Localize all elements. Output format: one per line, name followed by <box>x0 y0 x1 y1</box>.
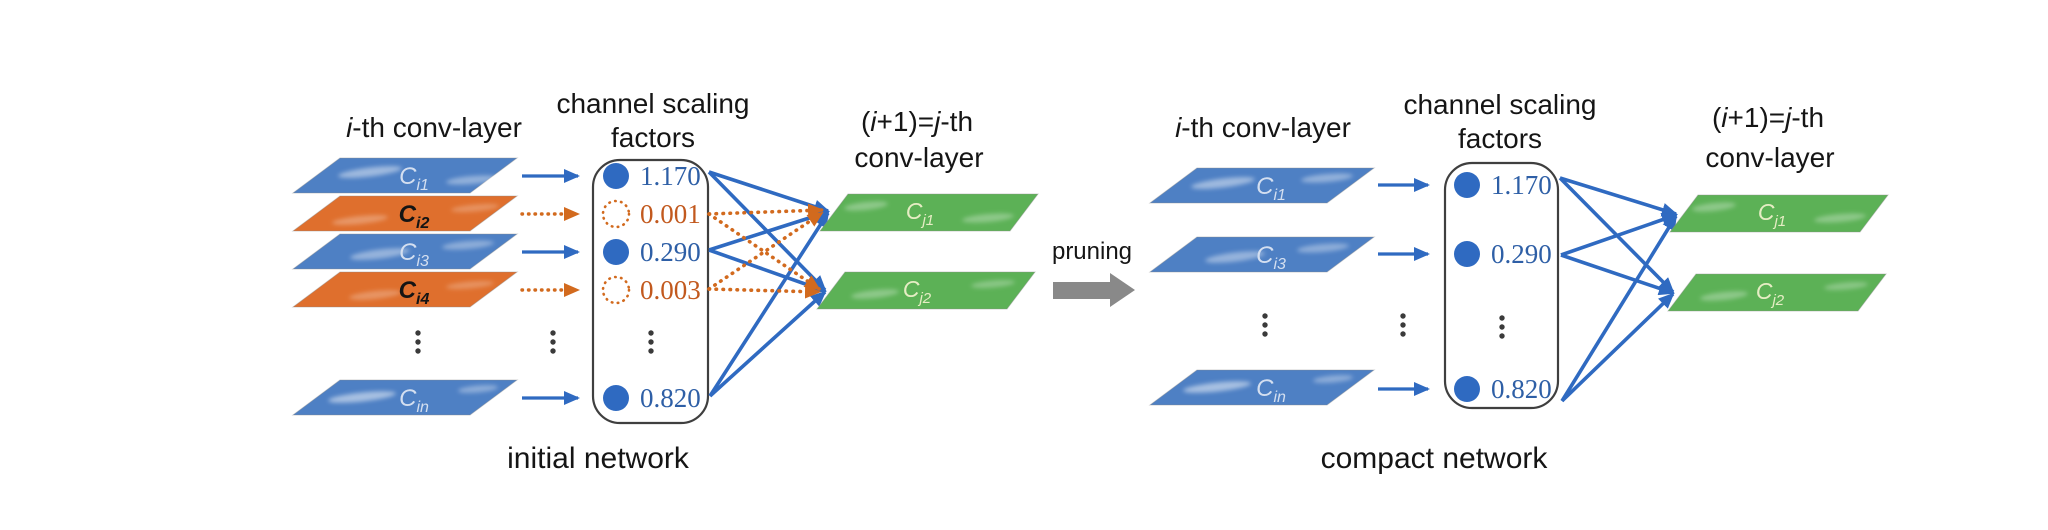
channel-ci4-plane <box>291 271 519 308</box>
factor-value: 0.003 <box>640 275 701 305</box>
channel-texture <box>1700 282 1868 301</box>
factor-value: 0.290 <box>640 237 701 267</box>
scaling-title-line2: factors <box>1458 123 1542 154</box>
kept-factor-dot <box>603 163 629 189</box>
output-cj2-plane <box>815 271 1037 310</box>
panel-compact-network: i-th conv-layer channel scaling factors … <box>1148 89 1890 475</box>
scaling-box-outline <box>591 158 710 425</box>
next-layer-title-line1: (i+1)=j-th <box>861 106 973 137</box>
channel-factor-arrows <box>1378 178 1430 396</box>
factor-row-n: 0.820 <box>603 383 701 413</box>
pruned-factor-dot <box>601 199 631 229</box>
channel-vdots <box>1262 313 1268 337</box>
factor-value: 1.170 <box>640 161 701 191</box>
channel-ci3-label: Ci3 <box>399 239 429 270</box>
conv-layer-title: i-th conv-layer <box>346 112 522 143</box>
kept-factor-dot <box>1454 241 1480 267</box>
scaling-box-outline <box>1443 161 1560 410</box>
scaling-title-line1: channel scaling <box>556 88 749 119</box>
conv-layer-title: i-th conv-layer <box>1175 112 1351 143</box>
channel-ci1-label: Ci1 <box>1256 173 1286 204</box>
output-cj2-label: Cj2 <box>1756 278 1785 309</box>
initial-network-caption: initial network <box>507 442 690 475</box>
scaling-title-line1: channel scaling <box>1403 89 1596 120</box>
factor-row-4: 0.003 <box>601 275 701 305</box>
channel-texture <box>1183 375 1353 393</box>
pruned-connections <box>707 203 824 299</box>
arrow-vdots <box>1400 313 1406 337</box>
output-cj1-label: Cj1 <box>1758 199 1786 230</box>
channel-cin-label: Cin <box>399 385 429 416</box>
pruning-label: pruning <box>1052 238 1132 265</box>
kept-factor-dot <box>603 385 629 411</box>
kept-factor-dot <box>603 239 629 265</box>
channel-ci2: Ci2 <box>291 195 519 232</box>
channel-texture <box>328 385 498 403</box>
channel-ci4-label: Ci4 <box>399 277 430 308</box>
factor-row-3: 0.290 <box>603 237 701 267</box>
output-cj1: Cj1 <box>818 193 1040 232</box>
compact-network-caption: compact network <box>1321 442 1549 475</box>
panel-initial-network: i-th conv-layer channel scaling factors … <box>291 88 1040 475</box>
factor-row-n: 0.820 <box>1454 374 1552 404</box>
channel-texture <box>851 280 1015 299</box>
kept-factor-dot <box>1454 376 1480 402</box>
arrow-vdots <box>550 330 556 354</box>
channel-ci4: Ci4 <box>291 271 519 308</box>
factor-row-1: 1.170 <box>603 161 701 191</box>
channel-texture <box>1205 243 1349 263</box>
pruning-step: pruning <box>1052 238 1135 307</box>
channel-texture <box>1191 173 1353 189</box>
pruned-factor-dot <box>601 275 631 305</box>
factor-row-1: 1.170 <box>1454 170 1552 200</box>
channel-cin: Cin <box>1148 369 1376 406</box>
factor-value: 0.820 <box>640 383 701 413</box>
channel-ci3: Ci3 <box>1148 236 1376 273</box>
next-layer-title-line2: conv-layer <box>854 142 983 173</box>
output-cj2-label: Cj2 <box>903 276 932 307</box>
channel-ci1-label: Ci1 <box>399 163 429 194</box>
factor-value: 0.290 <box>1491 239 1552 269</box>
scaling-factor-box: 1.170 0.001 0.290 0.003 0.820 <box>591 158 710 425</box>
channel-cin: Cin <box>291 379 519 416</box>
channel-ci2-label: Ci2 <box>399 201 430 232</box>
channel-ci3-label: Ci3 <box>1256 242 1286 273</box>
channel-ci1: Ci1 <box>1148 167 1376 204</box>
output-cj1: Cj1 <box>1668 194 1890 233</box>
output-cj1-label: Cj1 <box>906 198 934 229</box>
channel-texture <box>350 240 494 260</box>
next-layer-title-line2: conv-layer <box>1705 142 1834 173</box>
kept-connections <box>1558 176 1678 403</box>
factor-vdots <box>648 330 654 354</box>
output-cj2: Cj2 <box>815 271 1037 310</box>
factor-row-2: 0.290 <box>1454 239 1552 269</box>
factor-value: 0.820 <box>1491 374 1552 404</box>
channel-factor-arrows <box>520 169 580 405</box>
channel-cin-label: Cin <box>1256 375 1286 406</box>
scaling-factor-box: 1.170 0.290 0.820 <box>1443 161 1560 410</box>
channel-texture <box>338 166 498 185</box>
channel-texture <box>844 201 1014 223</box>
channel-texture <box>1692 202 1866 223</box>
channel-ci1: Ci1 <box>291 157 519 194</box>
factor-row-2: 0.001 <box>601 199 701 229</box>
next-layer-title-line1: (i+1)=j-th <box>1712 102 1824 133</box>
factor-value: 1.170 <box>1491 170 1552 200</box>
channel-ci3: Ci3 <box>291 233 519 270</box>
kept-factor-dot <box>1454 172 1480 198</box>
output-cj2-plane <box>1666 273 1888 312</box>
factor-value: 0.001 <box>640 199 701 229</box>
channel-texture <box>332 203 499 225</box>
pruning-arrow <box>1053 273 1135 307</box>
channel-vdots <box>415 330 421 354</box>
output-cj2: Cj2 <box>1666 273 1888 312</box>
channel-texture <box>349 280 494 300</box>
factor-vdots <box>1499 315 1505 339</box>
scaling-title-line2: factors <box>611 122 695 153</box>
